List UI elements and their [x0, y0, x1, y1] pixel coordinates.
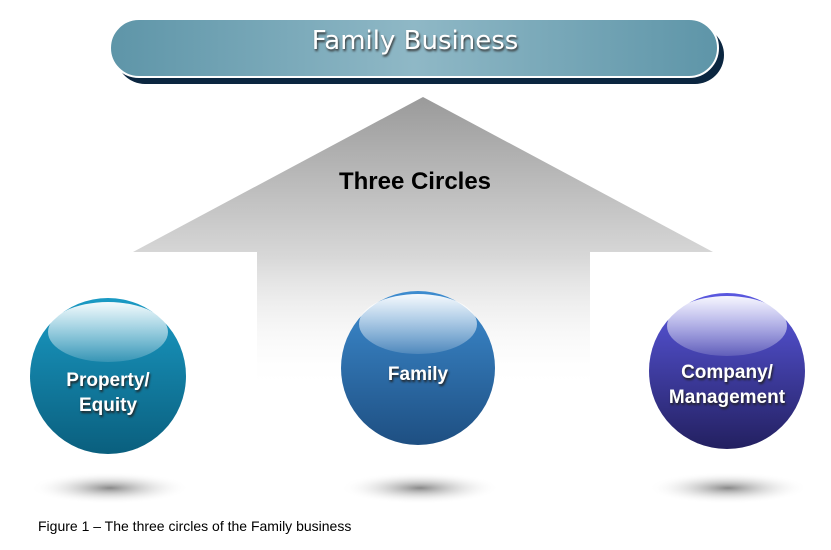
circle-shadow [340, 472, 500, 504]
banner-title: Family Business [311, 26, 519, 56]
circle-label-company-management: Company/Management [645, 360, 809, 410]
figure-caption: Figure 1 – The three circles of the Fami… [38, 518, 352, 534]
label-line: Property/ [66, 370, 150, 391]
circle-label-property-equity: Property/Equity [30, 368, 186, 418]
label-line: Management [668, 387, 786, 408]
circle-gloss [667, 296, 787, 356]
circle-shadow [30, 472, 190, 504]
arrow-shape [133, 97, 713, 390]
circle-gloss [359, 294, 477, 354]
circle-gloss [48, 302, 168, 362]
arrow-label: Three Circles [338, 168, 492, 195]
label-line: Equity [78, 395, 138, 416]
circle-shadow [648, 472, 808, 504]
banner [109, 18, 719, 78]
label-line: Company/ [681, 362, 773, 383]
circle-label-family: Family [387, 364, 449, 385]
